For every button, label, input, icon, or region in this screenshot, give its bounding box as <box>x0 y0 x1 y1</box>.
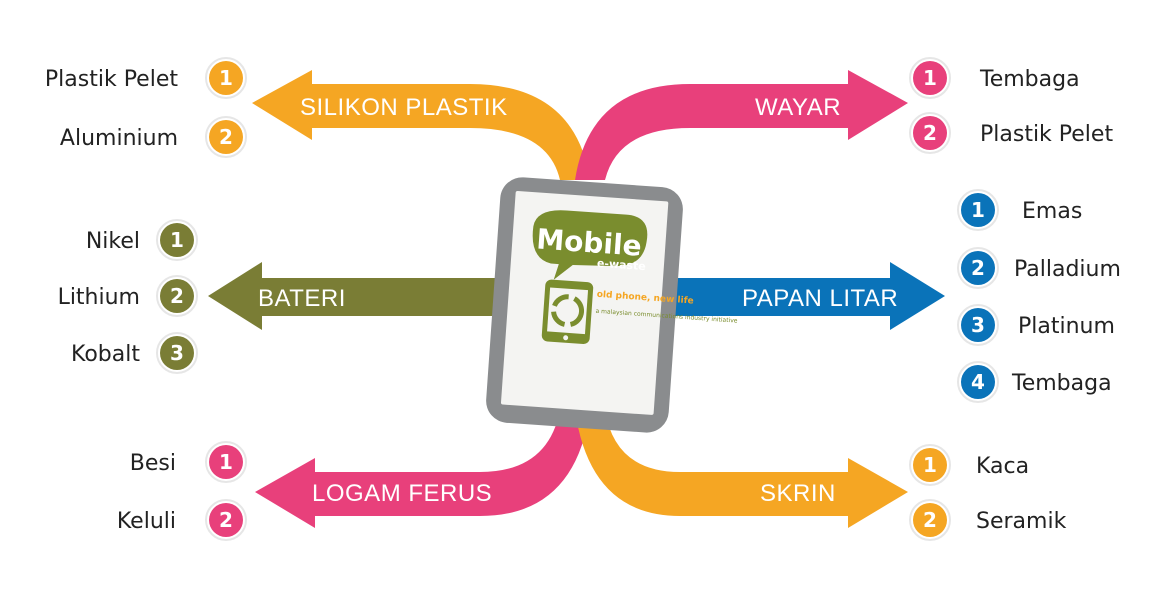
arrow-label: PAPAN LITAR <box>742 285 898 312</box>
material-label: Kobalt <box>71 342 140 367</box>
number-badge <box>160 279 194 313</box>
list-item-skrin: 2 Seramik <box>909 499 1067 541</box>
logo-title: Mobile <box>535 222 642 262</box>
arrow-label: BATERI <box>258 285 346 312</box>
badge-number: 1 <box>971 198 985 222</box>
list-item-papan-litar: 2 Palladium <box>957 247 1121 289</box>
material-label: Keluli <box>117 509 176 534</box>
arrow-label: SILIKON PLASTIK <box>300 94 508 121</box>
number-badge <box>160 223 194 257</box>
arrow-logam-ferus: LOGAM FERUS <box>255 410 590 528</box>
recycle-icon <box>551 294 585 328</box>
number-badge <box>209 445 243 479</box>
list-item-silikon-plastik: 1 Plastik Pelet <box>45 57 247 99</box>
arrow-wayar: WAYAR <box>575 70 908 180</box>
number-badge <box>209 61 243 95</box>
list-item-bateri: 2 Lithium <box>58 275 198 317</box>
list-item-silikon-plastik: 2 Aluminium <box>60 116 247 158</box>
number-badge <box>913 61 947 95</box>
list-item-wayar: 2 Plastik Pelet <box>909 112 1113 154</box>
material-label: Seramik <box>976 509 1067 534</box>
list-item-bateri: 1 Nikel <box>86 219 198 261</box>
material-label: Palladium <box>1014 257 1121 282</box>
badge-number: 2 <box>219 508 233 532</box>
number-badge <box>961 365 995 399</box>
material-label: Besi <box>130 451 176 476</box>
number-badge <box>913 448 947 482</box>
material-label: Plastik Pelet <box>45 67 178 92</box>
number-badge <box>160 336 194 370</box>
number-badge <box>961 308 995 342</box>
badge-number: 2 <box>170 284 184 308</box>
arrow-label: LOGAM FERUS <box>312 480 492 507</box>
arrow-silikon-plastik: SILIKON PLASTIK <box>252 70 590 180</box>
badge-number: 2 <box>923 508 937 532</box>
number-badge <box>961 193 995 227</box>
number-badge <box>913 116 947 150</box>
list-item-papan-litar: 3 Platinum <box>957 304 1115 346</box>
badge-number: 1 <box>923 66 937 90</box>
list-item-logam-ferus: 1 Besi <box>130 441 247 483</box>
phone: Mobile e-waste old phone, new life a mal… <box>486 177 738 433</box>
list-item-wayar: 1 Tembaga <box>909 57 1080 99</box>
list-item-papan-litar: 4 Tembaga <box>957 361 1112 403</box>
badge-number: 4 <box>971 370 985 394</box>
number-badge <box>209 120 243 154</box>
material-label: Platinum <box>1018 314 1115 339</box>
material-label: Emas <box>1022 199 1082 224</box>
material-label: Tembaga <box>1011 371 1112 396</box>
arrow-label: SKRIN <box>760 480 836 507</box>
arrow-skrin: SKRIN <box>575 410 908 528</box>
material-label: Kaca <box>976 454 1029 479</box>
list-item-bateri: 3 Kobalt <box>71 332 198 374</box>
list-item-papan-litar: 1 Emas <box>957 189 1082 231</box>
badge-number: 3 <box>971 313 985 337</box>
number-badge <box>209 503 243 537</box>
arrow-label: WAYAR <box>755 94 841 121</box>
badge-number: 2 <box>923 121 937 145</box>
arrow-papan-litar: PAPAN LITAR <box>640 262 945 330</box>
badge-number: 2 <box>971 256 985 280</box>
material-label: Plastik Pelet <box>980 122 1113 147</box>
number-badge <box>913 503 947 537</box>
material-label: Nikel <box>86 229 140 254</box>
badge-number: 2 <box>219 125 233 149</box>
badge-number: 3 <box>170 341 184 365</box>
badge-number: 1 <box>170 228 184 252</box>
material-label: Tembaga <box>979 67 1080 92</box>
list-item-skrin: 1 Kaca <box>909 444 1029 486</box>
material-label: Lithium <box>58 285 140 310</box>
badge-number: 1 <box>219 66 233 90</box>
list-item-logam-ferus: 2 Keluli <box>117 499 247 541</box>
logo-subtitle: e-waste <box>596 257 646 273</box>
material-label: Aluminium <box>60 126 178 151</box>
arrow-bateri: BATERI <box>208 262 530 330</box>
number-badge <box>961 251 995 285</box>
badge-number: 1 <box>219 450 233 474</box>
badge-number: 1 <box>923 453 937 477</box>
